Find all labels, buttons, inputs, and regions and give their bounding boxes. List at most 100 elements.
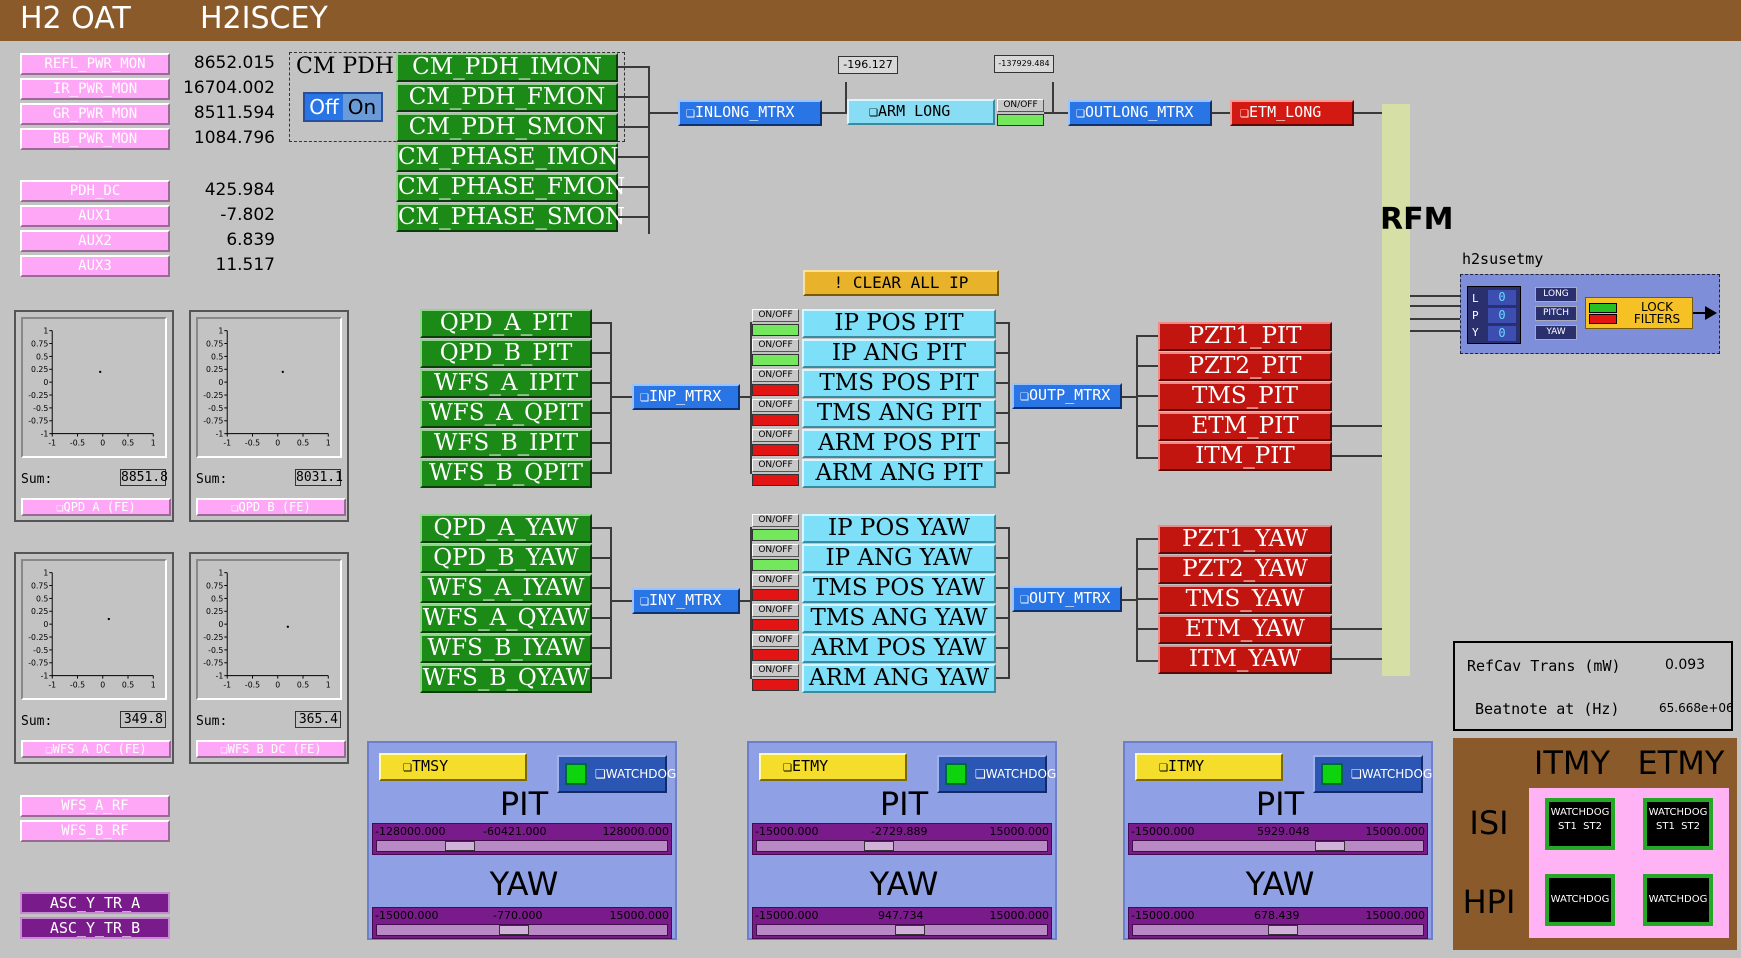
cm-phase-smon-button[interactable]: CM_PHASE_SMON — [396, 203, 626, 232]
itm-yaw-button[interactable]: ITM_YAW — [1158, 645, 1332, 674]
qpd-b-fe-button[interactable]: ❏QPD B (FE) — [196, 498, 346, 516]
ip-ang-yaw-onoff[interactable]: ON/OFF — [752, 544, 799, 572]
itm-pit-button[interactable]: ITM_PIT — [1158, 442, 1332, 471]
cm-pdh-on[interactable]: On — [347, 95, 377, 119]
arm-pos-pit-onoff[interactable]: ON/OFF — [752, 429, 799, 457]
yaw-button[interactable]: YAW — [1535, 325, 1577, 340]
outlong-mtrx-button[interactable]: ❏OUTLONG_MTRX — [1068, 100, 1212, 126]
gr-pwr-mon-button[interactable]: GR_PWR_MON — [20, 103, 170, 125]
tmsy-button[interactable]: ❏TMSY — [379, 753, 527, 781]
wfs-a-dc-fe-button[interactable]: ❏WFS A DC (FE) — [21, 740, 171, 758]
ip-ang-pit-onoff[interactable]: ON/OFF — [752, 339, 799, 367]
arm-long-button[interactable]: ❏ARM LONG — [847, 99, 995, 125]
pdh-dc-button[interactable]: PDH_DC — [20, 180, 170, 202]
etm-yaw-button[interactable]: ETM_YAW — [1158, 615, 1332, 644]
ip-pos-yaw-button[interactable]: IP POS YAW — [802, 514, 996, 543]
aux3-button[interactable]: AUX3 — [20, 255, 170, 277]
etmy-hpi-watchdog[interactable]: WATCHDOG — [1643, 874, 1713, 926]
outp-mtrx-button[interactable]: ❏OUTP_MTRX — [1012, 383, 1122, 409]
iny-mtrx-button[interactable]: ❏INY_MTRX — [632, 588, 740, 614]
tms-pos-yaw-button[interactable]: TMS POS YAW — [802, 574, 996, 603]
etmy-watchdog-button[interactable]: ❏WATCHDOG — [937, 755, 1056, 793]
itmy-hpi-watchdog[interactable]: WATCHDOG — [1545, 874, 1615, 926]
arm-long-onoff[interactable]: ON/OFF — [997, 99, 1044, 127]
tms-pos-pit-onoff[interactable]: ON/OFF — [752, 369, 799, 397]
long-button[interactable]: LONG — [1535, 287, 1577, 302]
slider-knob[interactable] — [894, 925, 925, 935]
pzt2-pit-button[interactable]: PZT2_PIT — [1158, 352, 1332, 381]
wfs-b-dc-fe-button[interactable]: ❏WFS B DC (FE) — [196, 740, 346, 758]
arm-ang-yaw-onoff[interactable]: ON/OFF — [752, 664, 799, 692]
arm-ang-pit-button[interactable]: ARM ANG PIT — [802, 459, 996, 488]
cm-pdh-switch[interactable]: Off On — [303, 92, 383, 122]
refl-pwr-mon-button[interactable]: REFL_PWR_MON — [20, 53, 170, 75]
arm-ang-pit-onoff[interactable]: ON/OFF — [752, 459, 799, 487]
aux2-button[interactable]: AUX2 — [20, 230, 170, 252]
qpd-a-yaw-button[interactable]: QPD_A_YAW — [420, 514, 592, 543]
cm-pdh-fmon-button[interactable]: CM_PDH_FMON — [396, 83, 618, 112]
wfs-a-qpit-button[interactable]: WFS_A_QPIT — [420, 399, 592, 428]
tms-pos-pit-button[interactable]: TMS POS PIT — [802, 369, 996, 398]
tms-yaw-button[interactable]: TMS_YAW — [1158, 585, 1332, 614]
wfs-b-ipit-button[interactable]: WFS_B_IPIT — [420, 429, 592, 458]
arm-pos-yaw-onoff[interactable]: ON/OFF — [752, 634, 799, 662]
etm-pit-button[interactable]: ETM_PIT — [1158, 412, 1332, 441]
qpd-a-pit-button[interactable]: QPD_A_PIT — [420, 309, 592, 338]
itmy-button[interactable]: ❏ITMY — [1135, 753, 1283, 781]
ip-pos-pit-button[interactable]: IP POS PIT — [802, 309, 996, 338]
wfs-b-qyaw-button[interactable]: WFS_B_QYAW — [420, 664, 592, 693]
wfs-b-rf-button[interactable]: WFS_B_RF — [20, 820, 170, 842]
pzt1-pit-button[interactable]: PZT1_PIT — [1158, 322, 1332, 351]
cm-pdh-smon-button[interactable]: CM_PDH_SMON — [396, 113, 618, 142]
wfs-b-qpit-button[interactable]: WFS_B_QPIT — [420, 459, 592, 488]
qpd-a-fe-button[interactable]: ❏QPD A (FE) — [21, 498, 171, 516]
arm-ang-yaw-button[interactable]: ARM ANG YAW — [802, 664, 996, 693]
itmy-watchdog-button[interactable]: ❏WATCHDOG — [1313, 755, 1432, 793]
wfs-a-iyaw-button[interactable]: WFS_A_IYAW — [420, 574, 592, 603]
slider-knob[interactable] — [499, 925, 530, 935]
etmy-button[interactable]: ❏ETMY — [759, 753, 907, 781]
slider-knob[interactable] — [863, 841, 894, 851]
etm-long-button[interactable]: ❏ETM_LONG — [1230, 100, 1354, 126]
slider-knob[interactable] — [444, 841, 475, 851]
qpd-b-pit-button[interactable]: QPD_B_PIT — [420, 339, 592, 368]
arm-pos-pit-button[interactable]: ARM POS PIT — [802, 429, 996, 458]
asc-y-tr-b-button[interactable]: ASC_Y_TR_B — [20, 917, 170, 939]
tms-pos-yaw-onoff[interactable]: ON/OFF — [752, 574, 799, 602]
tms-ang-yaw-onoff[interactable]: ON/OFF — [752, 604, 799, 632]
pitch-button[interactable]: PITCH — [1535, 306, 1577, 321]
qpd-b-yaw-button[interactable]: QPD_B_YAW — [420, 544, 592, 573]
arm-pos-yaw-button[interactable]: ARM POS YAW — [802, 634, 996, 663]
slider-knob[interactable] — [1315, 841, 1345, 851]
cm-phase-imon-button[interactable]: CM_PHASE_IMON — [396, 143, 619, 172]
bb-pwr-mon-button[interactable]: BB_PWR_MON — [20, 128, 170, 150]
inp-mtrx-button[interactable]: ❏INP_MTRX — [632, 384, 740, 410]
cm-pdh-imon-button[interactable]: CM_PDH_IMON — [396, 53, 618, 82]
pzt1-yaw-button[interactable]: PZT1_YAW — [1158, 525, 1332, 554]
tms-ang-pit-onoff[interactable]: ON/OFF — [752, 399, 799, 427]
ip-ang-yaw-button[interactable]: IP ANG YAW — [802, 544, 996, 573]
cm-phase-fmon-button[interactable]: CM_PHASE_FMON — [396, 173, 626, 202]
tmsy-watchdog-button[interactable]: ❏WATCHDOG — [557, 755, 676, 793]
outy-mtrx-button[interactable]: ❏OUTY_MTRX — [1012, 586, 1122, 612]
cm-pdh-off[interactable]: Off — [305, 94, 343, 120]
wfs-a-qyaw-button[interactable]: WFS_A_QYAW — [420, 604, 592, 633]
asc-y-tr-a-button[interactable]: ASC_Y_TR_A — [20, 892, 170, 914]
wfs-a-ipit-button[interactable]: WFS_A_IPIT — [420, 369, 592, 398]
tms-ang-pit-button[interactable]: TMS ANG PIT — [802, 399, 996, 428]
tms-ang-yaw-button[interactable]: TMS ANG YAW — [802, 604, 996, 633]
pzt2-yaw-button[interactable]: PZT2_YAW — [1158, 555, 1332, 584]
slider-knob[interactable] — [1268, 925, 1299, 935]
inlong-mtrx-button[interactable]: ❏INLONG_MTRX — [678, 100, 822, 126]
ip-ang-pit-button[interactable]: IP ANG PIT — [802, 339, 996, 368]
